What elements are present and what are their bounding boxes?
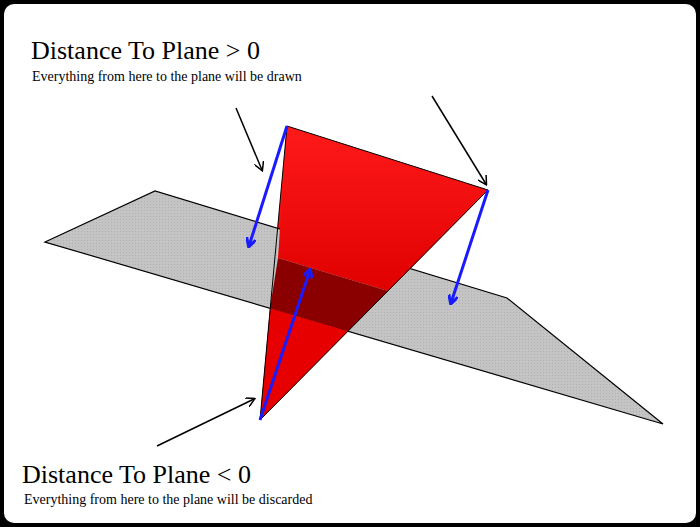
heading-label: Distance To Plane < 0 — [22, 460, 251, 490]
note-label: Everything from here to the plane will b… — [32, 68, 302, 85]
heading-label: Distance To Plane > 0 — [31, 36, 260, 66]
distance-arrow — [249, 126, 287, 246]
leader-arrow — [157, 399, 254, 446]
distance-arrow — [260, 270, 310, 420]
triangle-outline — [260, 126, 488, 420]
distance-arrow — [451, 190, 488, 303]
triangle — [260, 126, 488, 420]
note-label: Everything from here to the plane will b… — [24, 491, 312, 508]
triangle-behind — [270, 258, 388, 331]
leader-arrow — [432, 96, 486, 184]
triangle-front — [278, 126, 488, 291]
leader-arrow — [236, 108, 262, 170]
